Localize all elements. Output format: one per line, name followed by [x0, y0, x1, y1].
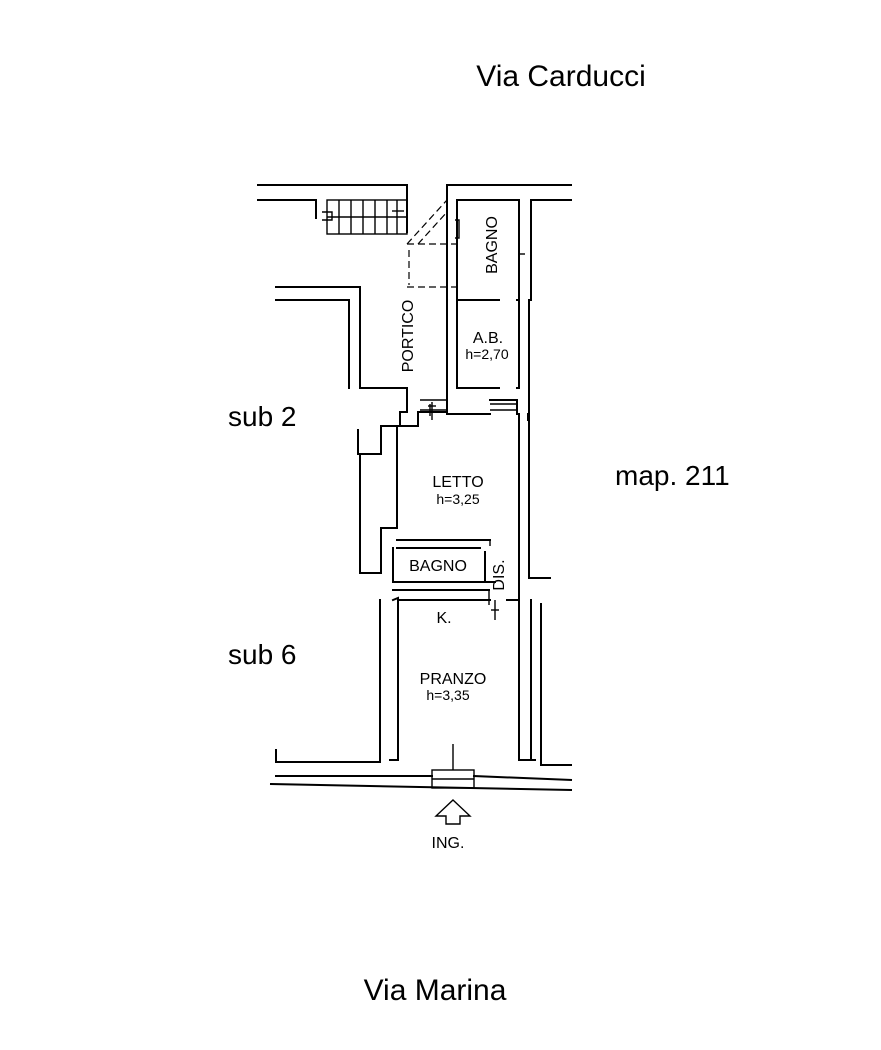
room-letto-label: LETTO: [432, 474, 483, 491]
room-pranzo-label: PRANZO: [420, 671, 487, 688]
pranzo-walls: [269, 596, 573, 792]
room-bath-lower-label: BAGNO: [409, 558, 467, 575]
staircase: [322, 199, 448, 245]
room-letto-height: h=3,25: [436, 491, 479, 507]
room-ab-label: A.B.: [473, 330, 503, 347]
room-pranzo-height: h=3,35: [426, 687, 469, 703]
entrance-label: ING.: [432, 835, 465, 852]
portico-area: [407, 199, 525, 399]
neighbor-right-label: map. 211: [615, 460, 730, 491]
room-portico-label: PORTICO: [400, 300, 417, 373]
letto-walls: [357, 299, 551, 605]
street-bottom-label: Via Marina: [364, 974, 507, 1007]
room-bath-upper-label: BAGNO: [484, 216, 501, 274]
room-ab-height: h=2,70: [465, 346, 508, 362]
street-top-label: Via Carducci: [476, 60, 646, 93]
left-upper-walls: [275, 286, 448, 413]
entrance-door: [431, 744, 475, 789]
neighbor-upper-left-label: sub 2: [228, 401, 297, 432]
room-kitchen-label: K.: [436, 610, 451, 627]
door-top-letto: [420, 399, 446, 420]
top-walls: [257, 184, 572, 301]
room-dis-label: DIS.: [491, 559, 508, 590]
entrance-arrow-icon: [434, 799, 472, 825]
neighbor-lower-left-label: sub 6: [228, 639, 297, 670]
